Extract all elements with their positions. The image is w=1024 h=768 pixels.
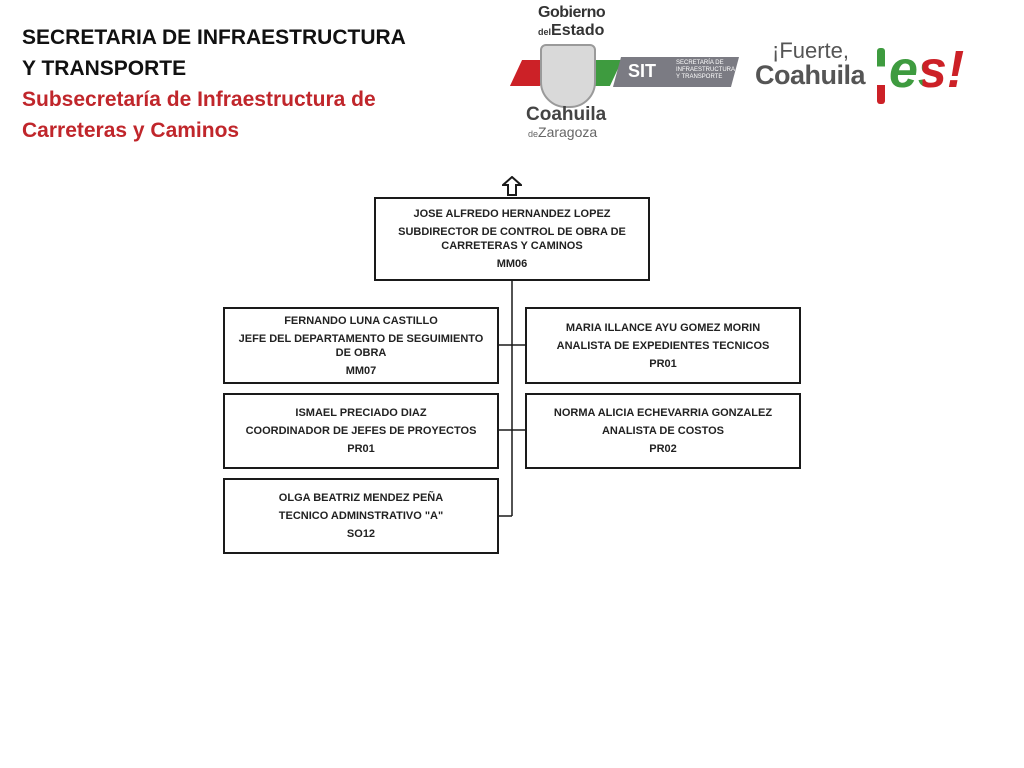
header-line-2: Y TRANSPORTE (22, 57, 187, 80)
sit-logo-text: SIT (628, 61, 657, 81)
node-name: ISMAEL PRECIADO DIAZ (295, 407, 427, 419)
gov-text-gobierno: Gobierno (538, 4, 606, 21)
node-code: PR01 (347, 443, 375, 455)
node-title: JEFE DEL DEPARTAMENTO DE SEGUIMIENTO DE … (238, 332, 484, 359)
org-node-right-2[interactable]: NORMA ALICIA ECHEVARRIA GONZALEZ ANALIST… (525, 393, 801, 469)
gobierno-coahuila-logo: Gobierno delEstado Coahuila deZaragoza (508, 4, 623, 140)
node-code: PR02 (649, 443, 677, 455)
node-title: ANALISTA DE COSTOS (601, 425, 725, 437)
page-header: SECRETARIA DE INFRAESTRUCTURA Y TRANSPOR… (22, 22, 422, 146)
header-line-1: SECRETARIA DE INFRAESTRUCTURA (22, 26, 406, 49)
node-code: MM06 (496, 258, 528, 270)
fuerte-coahuila-logo: ¡Fuerte, Coahuila es! (755, 38, 985, 118)
gov-text-zaragoza: deZaragoza (528, 124, 598, 140)
node-title: SUBDIRECTOR DE CONTROL DE OBRA DE CARRET… (398, 226, 626, 252)
coahuila-text: Coahuila (755, 60, 866, 90)
gov-text-estado: delEstado (538, 22, 605, 39)
node-title: ANALISTA DE EXPEDIENTES TECNICOS (556, 339, 770, 352)
node-name: OLGA BEATRIZ MENDEZ PEÑA (278, 492, 444, 504)
node-title: TECNICO ADMINSTRATIVO "A" (278, 510, 444, 522)
org-node-right-1[interactable]: MARIA ILLANCE AYU GOMEZ MORIN ANALISTA D… (525, 307, 801, 384)
up-arrow-icon[interactable] (502, 176, 522, 196)
node-code: PR01 (649, 357, 677, 370)
flag-bar-icon (877, 48, 885, 104)
gov-text-coahuila: Coahuila (526, 104, 607, 125)
node-name: FERNANDO LUNA CASTILLO (284, 314, 438, 327)
header-line-3: Subsecretaría de Infraestructura de (22, 88, 376, 111)
es-text: es! (889, 41, 965, 99)
org-node-left-3[interactable]: OLGA BEATRIZ MENDEZ PEÑA TECNICO ADMINST… (223, 478, 499, 554)
sit-logo-subtext: SECRETARÍA DE INFRAESTRUCTURA Y TRANSPOR… (676, 60, 735, 80)
coat-of-arms-icon (540, 44, 596, 108)
node-code: MM07 (345, 364, 377, 377)
node-name: NORMA ALICIA ECHEVARRIA GONZALEZ (553, 407, 773, 419)
fuerte-text: ¡Fuerte, (772, 38, 850, 63)
org-node-left-1[interactable]: FERNANDO LUNA CASTILLO JEFE DEL DEPARTAM… (223, 307, 499, 384)
node-name: JOSE ALFREDO HERNANDEZ LOPEZ (413, 208, 611, 220)
node-code: SO12 (346, 528, 376, 540)
node-name: MARIA ILLANCE AYU GOMEZ MORIN (565, 321, 761, 334)
org-node-left-2[interactable]: ISMAEL PRECIADO DIAZ COORDINADOR DE JEFE… (223, 393, 499, 469)
node-title: COORDINADOR DE JEFES DE PROYECTOS (245, 425, 477, 437)
org-node-head[interactable]: JOSE ALFREDO HERNANDEZ LOPEZ SUBDIRECTOR… (374, 197, 650, 281)
header-line-4: Carreteras y Caminos (22, 119, 240, 142)
